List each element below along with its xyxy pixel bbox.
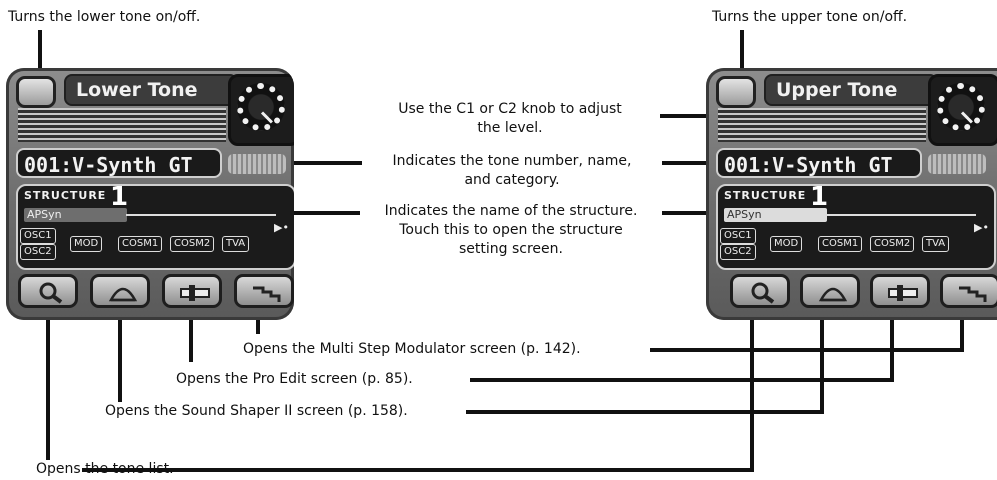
lower-button-row <box>14 274 294 312</box>
callout-knob: Use the C1 or C2 knob to adjust the leve… <box>360 100 660 138</box>
module-mod: MOD <box>70 236 103 252</box>
callout-structure-line2: Touch this to open the structure <box>399 222 623 238</box>
lower-tone-panel: Lower Tone 001:V-Synth GT STRUCTURE 1 AP… <box>6 68 294 320</box>
upper-button-row <box>714 274 997 312</box>
lower-structure-area[interactable]: STRUCTURE 1 APSyn OSC1 OSC2 MOD COSM1 CO… <box>16 182 294 270</box>
knob-icon <box>237 83 285 131</box>
lower-tone-name[interactable]: 001:V-Synth GT <box>16 148 222 178</box>
pro-edit-icon <box>888 285 918 301</box>
upper-level-meter <box>718 108 926 142</box>
upper-pro-edit-button[interactable] <box>870 274 930 308</box>
upper-structure-area[interactable]: STRUCTURE 1 APSyn OSC1 OSC2 MOD COSM1 CO… <box>716 182 996 270</box>
pro-edit-icon <box>180 285 210 301</box>
structure-line <box>826 214 976 216</box>
upper-sound-shaper-button[interactable] <box>800 274 860 308</box>
callout-structure: Indicates the name of the structure. Tou… <box>360 202 662 259</box>
output-arrow-icon: ▶• <box>274 221 289 234</box>
upper-tone-name[interactable]: 001:V-Synth GT <box>716 148 922 178</box>
callout-structure-line1: Indicates the name of the structure. <box>384 203 638 219</box>
upper-tone-toggle-button[interactable] <box>716 76 756 108</box>
module-mod: MOD <box>770 236 803 252</box>
search-icon <box>751 282 775 304</box>
structure-name: APSyn <box>24 208 127 222</box>
callout-tone-line1: Indicates the tone number, name, <box>392 153 632 169</box>
structure-label: STRUCTURE <box>724 189 807 202</box>
sound-shaper-icon <box>108 287 138 302</box>
lower-tone-toggle-button[interactable] <box>16 76 56 108</box>
callout-structure-line3: setting screen. <box>459 241 563 257</box>
upper-tone-list-button[interactable] <box>730 274 790 308</box>
lower-sound-shaper-button[interactable] <box>90 274 150 308</box>
module-cosm1: COSM1 <box>818 236 863 252</box>
lower-tone-title: Lower Tone <box>64 74 238 106</box>
upper-tone-category <box>928 154 986 174</box>
callout-sound-shaper: Opens the Sound Shaper II screen (p. 158… <box>105 403 408 419</box>
lower-tone-list-button[interactable] <box>18 274 78 308</box>
callout-knob-line1: Use the C1 or C2 knob to adjust <box>398 101 622 117</box>
callout-lower-toggle: Turns the lower tone on/off. <box>8 9 201 25</box>
lower-level-meter <box>18 108 226 142</box>
module-osc1: OSC1 <box>720 228 756 244</box>
lower-tone-category <box>228 154 286 174</box>
module-cosm2: COSM2 <box>170 236 215 252</box>
lower-step-modulator-button[interactable] <box>234 274 294 308</box>
search-icon <box>39 282 63 304</box>
knob-icon <box>937 83 985 131</box>
module-osc1: OSC1 <box>20 228 56 244</box>
module-tva: TVA <box>222 236 250 252</box>
structure-label: STRUCTURE <box>24 189 107 202</box>
upper-step-modulator-button[interactable] <box>940 274 997 308</box>
module-cosm1: COSM1 <box>118 236 163 252</box>
upper-level-knob[interactable] <box>928 74 997 146</box>
callout-knob-line2: the level. <box>477 120 543 136</box>
structure-number: 1 <box>110 182 129 212</box>
step-modulator-icon <box>959 286 987 302</box>
callout-tone: Indicates the tone number, name, and cat… <box>362 152 662 190</box>
module-tva: TVA <box>922 236 950 252</box>
structure-number: 1 <box>810 182 829 212</box>
upper-tone-title: Upper Tone <box>764 74 938 106</box>
lower-pro-edit-button[interactable] <box>162 274 222 308</box>
module-osc2: OSC2 <box>720 244 756 260</box>
structure-line <box>126 214 276 216</box>
callout-msm: Opens the Multi Step Modulator screen (p… <box>243 341 581 357</box>
upper-tone-panel: Upper Tone 001:V-Synth GT STRUCTURE 1 AP… <box>706 68 997 320</box>
module-cosm2: COSM2 <box>870 236 915 252</box>
sound-shaper-icon <box>818 287 848 302</box>
callout-tone-list: Opens the tone list. <box>36 461 174 477</box>
output-arrow-icon: ▶• <box>974 221 989 234</box>
lower-level-knob[interactable] <box>228 74 294 146</box>
callout-pro-edit: Opens the Pro Edit screen (p. 85). <box>176 371 413 387</box>
step-modulator-icon <box>253 286 281 302</box>
structure-name: APSyn <box>724 208 827 222</box>
callout-upper-toggle: Turns the upper tone on/off. <box>712 9 908 25</box>
module-osc2: OSC2 <box>20 244 56 260</box>
callout-tone-line2: and category. <box>464 172 560 188</box>
